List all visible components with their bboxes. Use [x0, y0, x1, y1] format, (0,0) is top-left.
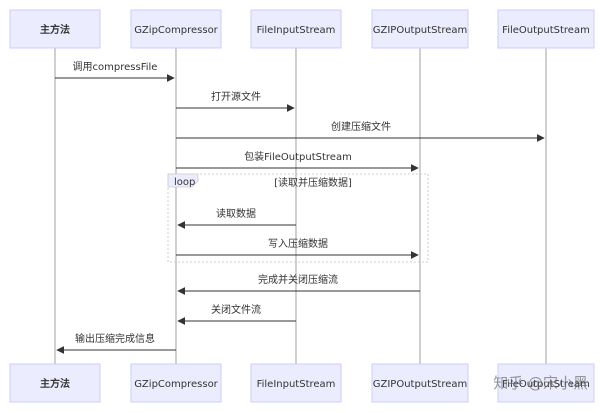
svg-text:FileOutputStream: FileOutputStream	[502, 379, 590, 390]
svg-text:FileInputStream: FileInputStream	[257, 25, 336, 36]
message-8: 关闭文件流	[177, 303, 296, 325]
actor-bottom-gzc: GZipCompressor	[130, 363, 222, 403]
svg-text:GZIPOutputStream: GZIPOutputStream	[373, 25, 468, 36]
loop-condition: [读取并压缩数据]	[274, 176, 352, 189]
loop-frame: loop [读取并压缩数据]	[167, 173, 429, 263]
actor-top-main: 主方法	[9, 9, 101, 49]
message-4: 包装FileOutputStream	[176, 150, 419, 172]
message-label: 写入压缩数据	[268, 237, 328, 250]
actor-bottom-fis: FileInputStream	[250, 363, 342, 403]
svg-text:FileOutputStream: FileOutputStream	[502, 25, 590, 36]
message-label: 创建压缩文件	[331, 120, 391, 133]
message-label: 读取数据	[216, 207, 256, 220]
svg-text:FileInputStream: FileInputStream	[257, 379, 336, 390]
message-label: 调用compressFile	[73, 61, 158, 73]
svg-text:主方法: 主方法	[40, 377, 70, 390]
svg-text:主方法: 主方法	[40, 23, 70, 36]
message-9: 输出压缩完成信息	[56, 332, 176, 354]
svg-text:GZIPOutputStream: GZIPOutputStream	[373, 379, 468, 390]
actor-top-fos: FileOutputStream	[497, 9, 595, 49]
message-label: 完成并关闭压缩流	[258, 273, 338, 286]
message-label: 包装FileOutputStream	[244, 150, 352, 163]
message-label: 打开源文件	[211, 90, 261, 103]
actor-bottom-gzos: GZIPOutputStream	[371, 363, 469, 403]
message-label: 输出压缩完成信息	[75, 332, 155, 345]
message-7: 完成并关闭压缩流	[177, 273, 420, 295]
message-3: 创建压缩文件	[176, 120, 545, 142]
loop-tag-box	[167, 173, 199, 188]
message-1: 调用compressFile	[55, 61, 175, 82]
message-label: 关闭文件流	[211, 303, 261, 316]
message-5: 读取数据	[177, 207, 296, 229]
message-2: 打开源文件	[176, 90, 295, 112]
actor-top-gzos: GZIPOutputStream	[371, 9, 469, 49]
watermark: 知乎 @宋小黑	[493, 374, 588, 392]
actor-top-gzc: GZipCompressor	[130, 9, 222, 49]
actor-bottom-main: 主方法	[9, 363, 101, 403]
actor-bottom-fos: FileOutputStream	[497, 363, 595, 403]
loop-tag: loop	[174, 177, 195, 188]
svg-text:GZipCompressor: GZipCompressor	[134, 25, 218, 36]
actor-top-fis: FileInputStream	[250, 9, 342, 49]
message-6: 写入压缩数据	[176, 237, 419, 259]
svg-text:GZipCompressor: GZipCompressor	[134, 379, 218, 390]
